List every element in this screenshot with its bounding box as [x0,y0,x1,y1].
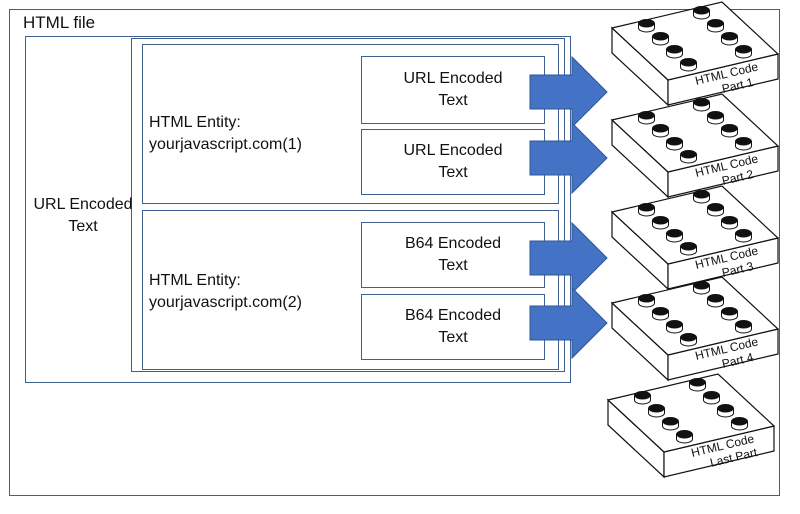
brick-stud [731,417,748,431]
encoded-box-2-line2: Text [438,164,468,181]
brick-stud [721,216,738,230]
brick-stud [638,294,655,308]
brick-stud [666,320,683,334]
outer-url-encoded-label: URL Encoded Text [25,194,141,238]
brick-stud [652,216,669,230]
arrow-3 [529,221,608,295]
brick-stud [680,333,697,347]
brick-stud [721,124,738,138]
brick-stud [638,203,655,217]
brick-stud [680,150,697,164]
encoded-box-1-line1: URL Encoded [403,70,503,87]
brick-stud [666,45,683,59]
encoded-box-2: URL Encoded Text [361,129,545,195]
brick-stud [693,281,710,295]
brick-stud [652,124,669,138]
outer-label-line2: Text [68,218,98,235]
entity-label-2: HTML Entity: yourjavascript.com(2) [149,270,302,314]
encoded-box-3-line2: Text [438,257,468,274]
encoded-box-4-line1: B64 Encoded [404,307,502,324]
brick-stud [634,391,651,405]
html-file-label: HTML file [23,13,96,32]
entity-1-line1: HTML Entity: [149,114,241,131]
brick-stud [717,404,734,418]
brick-stud [721,32,738,46]
brick-stud [703,391,720,405]
entity-label-1: HTML Entity: yourjavascript.com(1) [149,112,302,156]
brick-stud [707,111,724,125]
brick-stud [652,32,669,46]
encoded-box-2-line1: URL Encoded [403,142,503,159]
brick-stud [676,430,693,444]
brick-stud [735,320,752,334]
encoded-box-4-line2: Text [438,329,468,346]
outer-label-line1: URL Encoded [33,196,133,213]
entity-1-line2: yourjavascript.com(1) [149,136,302,153]
brick-stud [735,45,752,59]
encoded-box-3: B64 Encoded Text [361,222,545,288]
brick-stud [666,137,683,151]
html-file-frame [9,9,780,496]
brick-stud [638,19,655,33]
brick-stud [693,6,710,20]
entity-2-line1: HTML Entity: [149,272,241,289]
brick-stud [680,242,697,256]
brick-stud [693,190,710,204]
encoded-box-3-line1: B64 Encoded [404,235,502,252]
brick-stud [680,58,697,72]
brick-stud [721,307,738,321]
brick-stud [707,203,724,217]
brick-stud [693,98,710,112]
arrow-2 [529,121,608,195]
brick-stud [707,294,724,308]
encoded-box-1: URL Encoded Text [361,56,545,124]
encoded-box-4: B64 Encoded Text [361,294,545,360]
brick-stud [638,111,655,125]
brick-stud [652,307,669,321]
arrow-4 [529,286,608,360]
brick-stud [666,229,683,243]
encoded-box-1-line2: Text [438,92,468,109]
arrow-1 [529,55,608,129]
brick-stud [662,417,679,431]
entity-2-line2: yourjavascript.com(2) [149,294,302,311]
brick-stud [735,229,752,243]
brick-stud [735,137,752,151]
brick-stud [648,404,665,418]
brick-stud [689,378,706,392]
brick-stud [707,19,724,33]
